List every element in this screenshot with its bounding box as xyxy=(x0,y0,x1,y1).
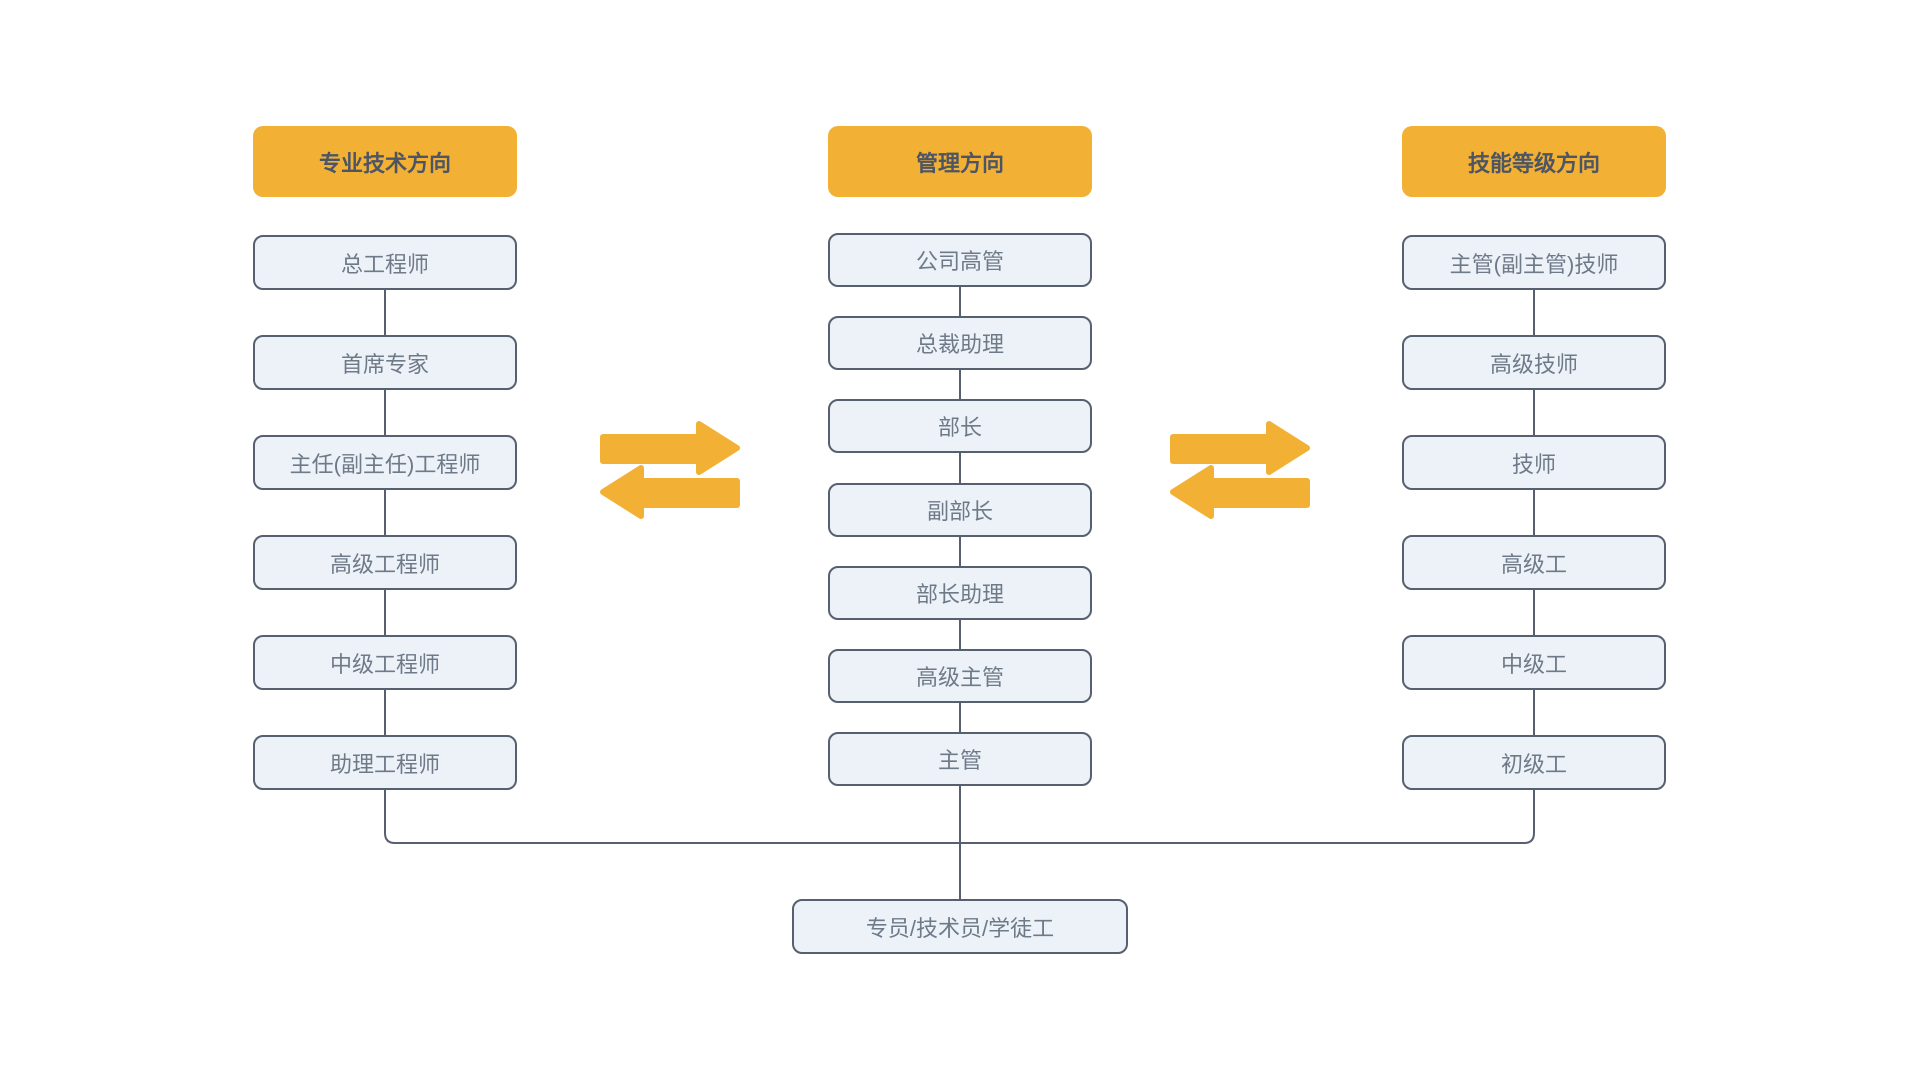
node-management-5: 高级主管 xyxy=(828,649,1092,703)
left-arrow-icon xyxy=(600,465,740,519)
node-skill-grade-5: 初级工 xyxy=(1402,735,1666,790)
node-professional-4: 中级工程师 xyxy=(253,635,517,690)
node-skill-grade-4: 中级工 xyxy=(1402,635,1666,690)
node-management-2: 部长 xyxy=(828,399,1092,453)
column-professional: 专业技术方向 总工程师首席专家主任(副主任)工程师高级工程师中级工程师助理工程师 xyxy=(253,0,517,1080)
node-professional-1: 首席专家 xyxy=(253,335,517,390)
node-skill-grade-0: 主管(副主管)技师 xyxy=(1402,235,1666,290)
node-management-1: 总裁助理 xyxy=(828,316,1092,370)
node-skill-grade-2: 技师 xyxy=(1402,435,1666,490)
node-management-6: 主管 xyxy=(828,732,1092,786)
right-arrow-icon xyxy=(600,421,740,475)
node-management-0: 公司高管 xyxy=(828,233,1092,287)
left-arrow-icon xyxy=(1170,465,1310,519)
node-professional-5: 助理工程师 xyxy=(253,735,517,790)
column-header-skill-grade: 技能等级方向 xyxy=(1402,126,1666,197)
column-management: 管理方向 公司高管总裁助理部长副部长部长助理高级主管主管 xyxy=(828,0,1092,1080)
column-header-professional: 专业技术方向 xyxy=(253,126,517,197)
exchange-arrows-left-group xyxy=(600,421,740,519)
right-arrow-icon xyxy=(1170,421,1310,475)
node-base: 专员/技术员/学徒工 xyxy=(792,899,1128,954)
node-skill-grade-3: 高级工 xyxy=(1402,535,1666,590)
node-management-4: 部长助理 xyxy=(828,566,1092,620)
node-management-3: 副部长 xyxy=(828,483,1092,537)
column-skill-grade: 技能等级方向 主管(副主管)技师高级技师技师高级工中级工初级工 xyxy=(1402,0,1666,1080)
exchange-arrows-right-group xyxy=(1170,421,1310,519)
node-skill-grade-1: 高级技师 xyxy=(1402,335,1666,390)
node-professional-3: 高级工程师 xyxy=(253,535,517,590)
column-header-management: 管理方向 xyxy=(828,126,1092,197)
node-professional-0: 总工程师 xyxy=(253,235,517,290)
node-professional-2: 主任(副主任)工程师 xyxy=(253,435,517,490)
